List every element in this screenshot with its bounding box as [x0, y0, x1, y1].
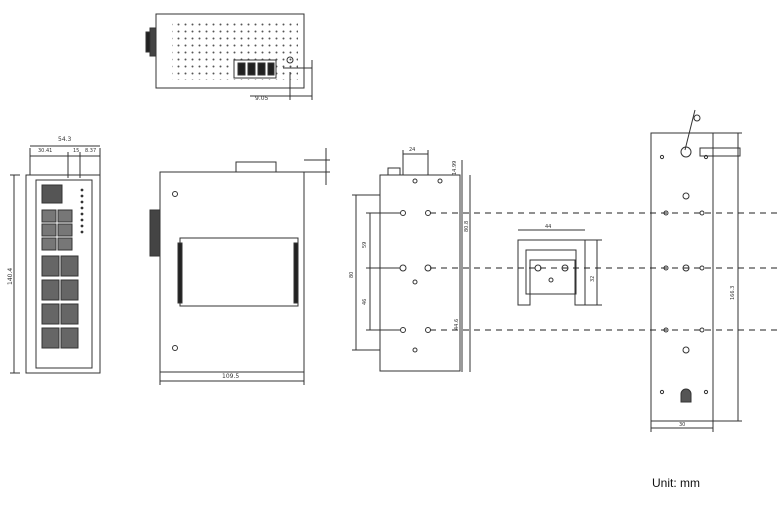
- front-view: [10, 145, 101, 374]
- panel-tab: [387, 167, 401, 176]
- side-label-area: [179, 237, 299, 307]
- wall-hole: [699, 327, 705, 333]
- side-view: [149, 148, 330, 385]
- panel-hole: [400, 327, 406, 333]
- side-connector: [235, 161, 277, 173]
- dim-wall-height: 166.3: [730, 286, 736, 300]
- dim-wall-width: 30: [679, 422, 685, 428]
- front-body: [25, 174, 101, 374]
- unit-label: Unit: mm: [652, 476, 700, 490]
- label-edge-right: [293, 242, 299, 304]
- din-rail-profile: [517, 239, 586, 306]
- dim-panel-h2: 46: [362, 299, 368, 305]
- side-din-clip: [149, 209, 161, 257]
- panel-hole: [399, 264, 407, 272]
- wall-hole: [703, 154, 709, 160]
- dim-panel-top-right: 14.99: [452, 161, 458, 175]
- wall-hole: [682, 192, 690, 200]
- wall-hole: [682, 346, 690, 354]
- dim-panel-h1: 59: [362, 242, 368, 248]
- dim-panel-right1: 80: [349, 272, 355, 278]
- panel-hole: [425, 327, 431, 333]
- dim-panel-top: 24: [409, 147, 415, 153]
- dim-front-right: 8.37: [85, 148, 96, 154]
- dim-panel-right2: 80.8: [464, 221, 470, 232]
- front-panel: [35, 179, 93, 369]
- wall-keyhole-bottom: [680, 388, 692, 403]
- sfp-ports: [41, 209, 73, 251]
- din-rail-inner: [525, 249, 577, 295]
- dim-front-width: 54.3: [58, 136, 72, 143]
- rj45-ports: [41, 255, 79, 349]
- terminal-pin: [237, 62, 246, 76]
- terminal-pin: [257, 62, 266, 76]
- wall-tab: [699, 147, 741, 157]
- side-screw: [172, 345, 178, 351]
- panel-mount-view: [352, 150, 471, 372]
- dim-top-offset: 9.05: [255, 95, 269, 102]
- terminal-pin: [247, 62, 256, 76]
- alignment-lines: [430, 212, 781, 331]
- top-view-clip-edge: [145, 31, 151, 53]
- side-body: [159, 171, 305, 373]
- console-port: [41, 184, 63, 204]
- panel-hole: [425, 210, 431, 216]
- top-view: [145, 13, 313, 100]
- din-rail-view: [517, 229, 602, 306]
- panel-bracket: [379, 174, 461, 372]
- ground-screw: [286, 56, 294, 64]
- dimension-leader: [684, 109, 696, 151]
- dim-front-mid: 15: [73, 148, 79, 154]
- wall-plate: [650, 132, 714, 422]
- side-screw: [172, 191, 178, 197]
- dim-front-left: 30.41: [38, 148, 52, 154]
- wall-hole: [699, 265, 705, 271]
- wall-hole: [699, 210, 705, 216]
- wall-hole: [703, 389, 709, 395]
- wall-hole: [659, 389, 665, 395]
- panel-hole: [412, 279, 418, 285]
- wall-keyhole-top: [680, 146, 692, 158]
- dim-rail-height: 32: [590, 276, 596, 282]
- panel-hole: [400, 210, 406, 216]
- label-edge-left: [177, 242, 183, 304]
- dim-side-depth: 109.5: [222, 373, 239, 380]
- din-rail-hole: [548, 277, 554, 283]
- panel-hole: [437, 178, 443, 184]
- led-indicators: [80, 188, 84, 234]
- wall-mount-view: [650, 109, 742, 432]
- top-view-din-clip: [149, 27, 157, 57]
- panel-hole: [412, 347, 418, 353]
- screw-icon: [693, 114, 701, 122]
- wall-hole: [659, 154, 665, 160]
- dim-rail-width: 44: [545, 224, 551, 230]
- dim-front-height: 140.4: [7, 268, 14, 285]
- panel-hole: [412, 178, 418, 184]
- dim-panel-bottom-right: 44.6: [454, 319, 460, 330]
- terminal-pin: [267, 62, 275, 76]
